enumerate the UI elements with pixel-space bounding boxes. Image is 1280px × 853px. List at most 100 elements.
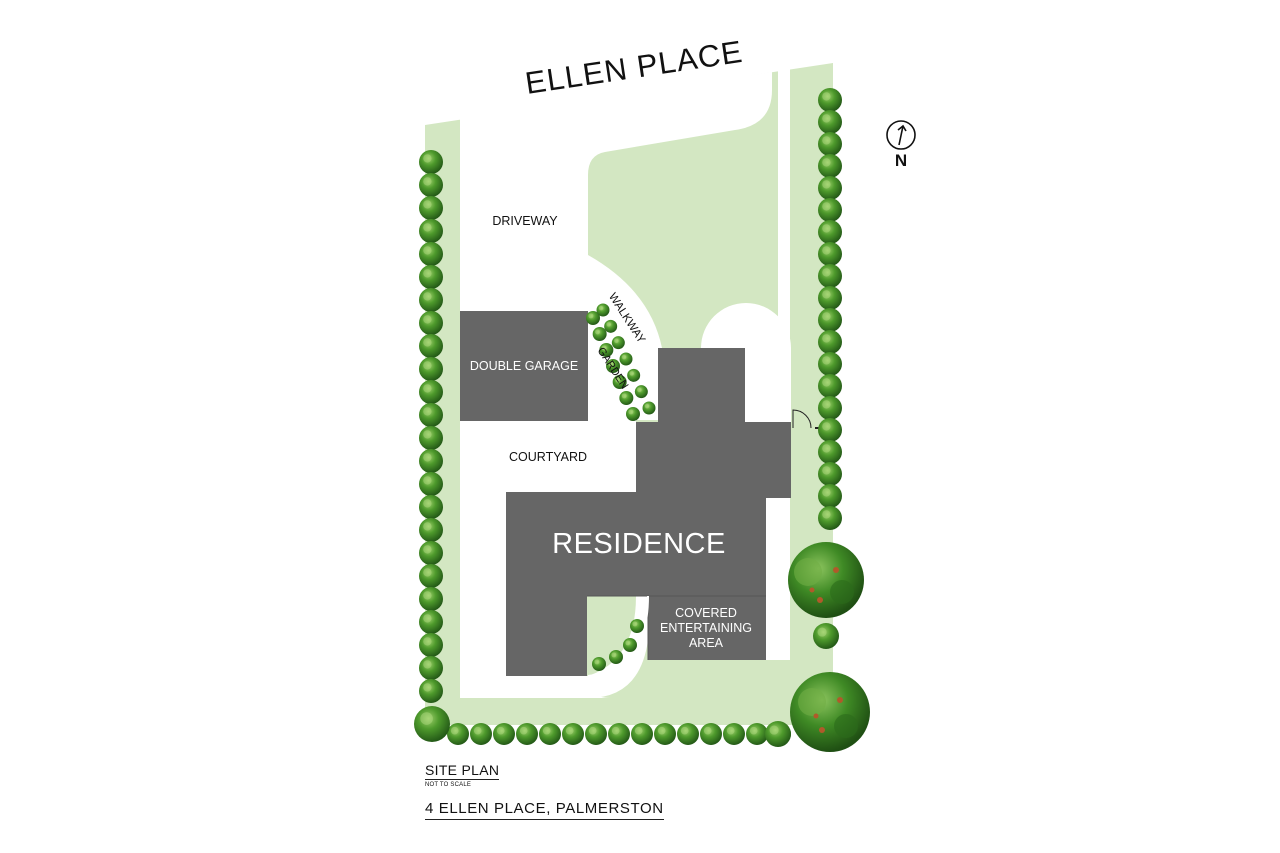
- garden-shrub: [642, 401, 656, 415]
- hedge-shrub: [700, 723, 722, 745]
- hedge-shrub: [818, 418, 842, 442]
- courtyard-label: COURTYARD: [509, 450, 587, 464]
- garden-shrub: [609, 650, 623, 664]
- hedge-shrub: [818, 264, 842, 288]
- hedge-shrub: [723, 723, 745, 745]
- entertaining-curve: [587, 595, 649, 677]
- garden-shrub: [619, 352, 633, 366]
- garden-shrub: [599, 343, 614, 357]
- hedge-shrub: [818, 176, 842, 200]
- garden-shrub: [634, 385, 648, 399]
- door-swing: [792, 409, 812, 429]
- garden-shrub: [612, 375, 627, 389]
- boundary-hedges: [414, 88, 842, 747]
- walkway-garden-shrubs: [586, 303, 656, 421]
- hedge-shrub: [562, 723, 584, 745]
- hedge-shrub: [419, 564, 443, 588]
- property-address: 4 ELLEN PLACE, PALMERSTON: [425, 800, 664, 820]
- hedge-shrub: [419, 541, 443, 565]
- garden-shrub: [630, 619, 644, 633]
- hedge-shrub: [419, 633, 443, 657]
- walkway-path: [588, 255, 662, 420]
- hedge-shrub: [654, 723, 676, 745]
- hedge-shrub: [419, 173, 443, 197]
- hedge-shrub: [818, 330, 842, 354]
- hedge-shrub: [470, 723, 492, 745]
- hedge-shrub: [419, 334, 443, 358]
- residence-building: [506, 348, 791, 676]
- corner-shrub: [414, 706, 450, 742]
- hedge-shrub: [818, 308, 842, 332]
- garden-shrub: [619, 391, 634, 405]
- hedge-shrub: [818, 506, 842, 530]
- plan-title: SITE PLAN: [425, 762, 500, 780]
- hedge-shrub: [516, 723, 538, 745]
- double-garage: [460, 311, 588, 421]
- hedge-shrub: [818, 374, 842, 398]
- hedge-shrub: [631, 723, 653, 745]
- hedge-shrub: [746, 723, 768, 745]
- hedge-shrub: [818, 462, 842, 486]
- hedge-shrub: [419, 449, 443, 473]
- hedge-shrub: [419, 518, 443, 542]
- large-tree-lower: [790, 672, 870, 752]
- hedge-shrub: [419, 426, 443, 450]
- hedge-shrub: [585, 723, 607, 745]
- garden-shrub: [596, 303, 610, 317]
- hedge-shrub: [419, 380, 443, 404]
- east-path: [766, 498, 790, 660]
- hedge-shrub: [608, 723, 630, 745]
- hedge-shrub: [765, 721, 791, 747]
- hedge-shrub: [419, 679, 443, 703]
- hedge-shrub: [419, 219, 443, 243]
- hedge-shrub: [419, 265, 443, 289]
- hedge-shrub: [818, 198, 842, 222]
- plan-scale-note: NOT TO SCALE: [425, 782, 472, 788]
- hedge-shrub: [818, 286, 842, 310]
- hedge-shrub: [419, 587, 443, 611]
- hedge-shrub: [493, 723, 515, 745]
- hedge-shrub: [419, 472, 443, 496]
- hedge-shrub: [818, 396, 842, 420]
- garden-shrub: [611, 336, 625, 350]
- hedge-shrub: [447, 723, 469, 745]
- hedge-shrub: [818, 440, 842, 464]
- hedge-shrub: [818, 242, 842, 266]
- residence-label: RESIDENCE: [552, 528, 726, 560]
- entertaining-label-line2: ENTERTAINING: [660, 621, 752, 635]
- garden-shrub: [586, 311, 600, 325]
- hedge-shrub: [419, 242, 443, 266]
- entertaining-label-line1: COVERED: [675, 606, 737, 620]
- hedge-shrub: [818, 484, 842, 508]
- north-arrow-icon: [886, 120, 916, 150]
- garden-shrub: [627, 368, 641, 382]
- driveway-paving: [460, 72, 772, 698]
- garage-label: DOUBLE GARAGE: [470, 359, 578, 373]
- hedge-shrub: [818, 352, 842, 376]
- hedge-shrub: [419, 150, 443, 174]
- north-label: N: [895, 151, 907, 170]
- hedge-shrub: [677, 723, 699, 745]
- hedge-shrub: [818, 88, 842, 112]
- garden-shrub: [626, 407, 640, 421]
- garden-shrub: [592, 657, 606, 671]
- entertaining-label-line3: AREA: [689, 636, 724, 650]
- garden-shrub: [606, 359, 620, 373]
- hedge-shrub: [419, 495, 443, 519]
- hedge-shrub: [419, 656, 443, 680]
- hedge-shrub: [818, 110, 842, 134]
- driveway-label: DRIVEWAY: [492, 214, 558, 228]
- hedge-shrub: [419, 196, 443, 220]
- hedge-shrub: [813, 623, 839, 649]
- hedge-shrub: [419, 403, 443, 427]
- hedge-shrub: [419, 357, 443, 381]
- hedge-shrub: [818, 154, 842, 178]
- hedge-shrub: [419, 610, 443, 634]
- garden-shrub: [604, 319, 618, 333]
- hedge-shrub: [419, 311, 443, 335]
- large-tree-upper: [788, 542, 864, 618]
- garden-shrub: [592, 327, 607, 341]
- entertaining-garden-shrubs: [592, 619, 644, 671]
- hedge-shrub: [539, 723, 561, 745]
